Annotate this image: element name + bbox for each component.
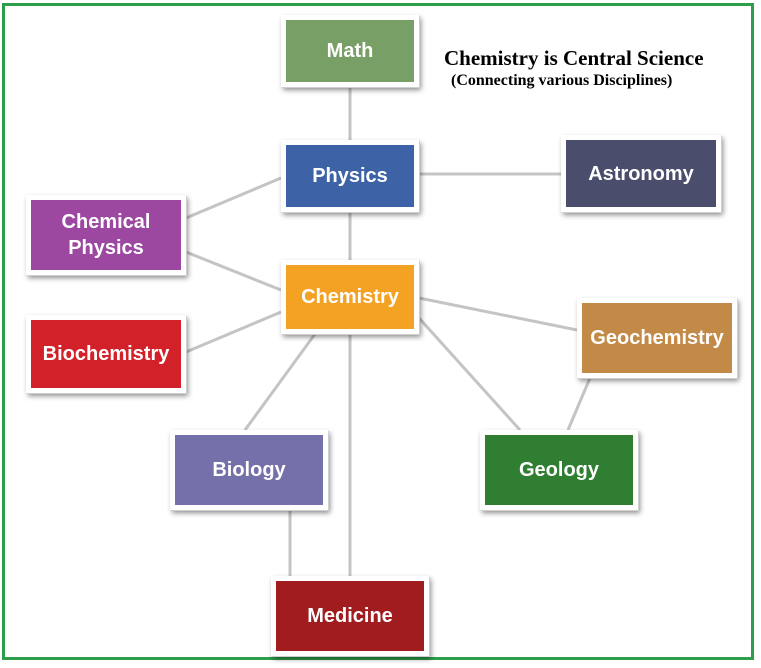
link-chemistry-geochemistry — [418, 296, 578, 332]
node-chemistry: Chemistry — [281, 260, 419, 334]
node-chemical-physics: Chemical Physics — [26, 195, 186, 275]
link-chemistry-biochemistry — [185, 310, 282, 354]
diagram-frame — [2, 3, 754, 660]
node-geology: Geology — [480, 430, 638, 510]
link-physics-chemical-physics — [185, 176, 282, 220]
node-geochemistry: Geochemistry — [577, 298, 737, 378]
node-biology: Biology — [170, 430, 328, 510]
link-geochemistry-geology — [566, 377, 592, 431]
node-astronomy: Astronomy — [561, 135, 721, 212]
node-medicine: Medicine — [271, 576, 429, 656]
link-chemical-physics-chemistry — [185, 250, 282, 292]
diagram-subtitle: (Connecting various Disciplines) — [451, 72, 673, 89]
link-chemistry-geology — [417, 316, 522, 432]
node-physics: Physics — [281, 140, 419, 212]
diagram-title: Chemistry is Central Science — [444, 46, 704, 70]
node-math: Math — [281, 15, 419, 87]
link-chemistry-biology — [243, 333, 317, 431]
node-biochemistry: Biochemistry — [26, 315, 186, 393]
